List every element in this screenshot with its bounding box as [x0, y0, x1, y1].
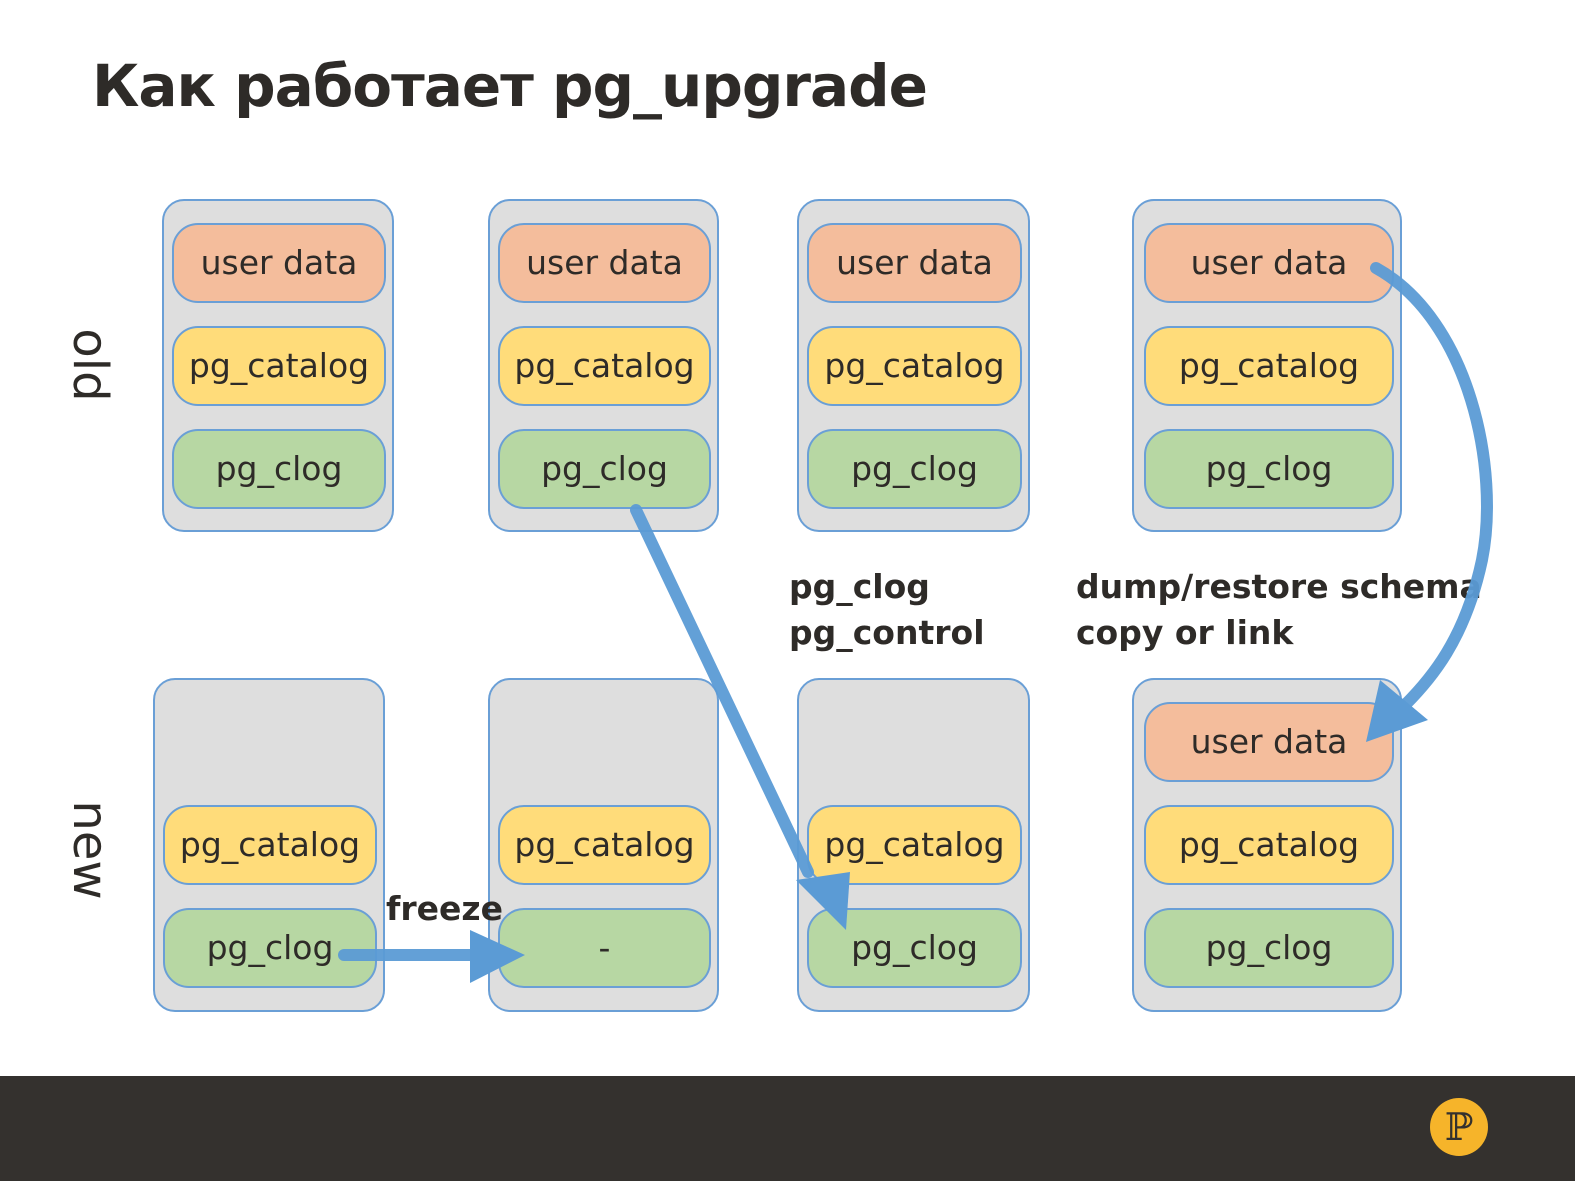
pg-catalog-block: pg_catalog — [1144, 326, 1394, 406]
user-data-block: user data — [172, 223, 386, 303]
pg-clog-block: pg_clog — [1144, 429, 1394, 509]
user-data-block: user data — [1144, 702, 1394, 782]
row-label-new: new — [62, 800, 118, 900]
new-cluster-1: pg_catalog pg_clog — [153, 678, 385, 1012]
clog-control-label: pg_clog pg_control — [789, 567, 985, 652]
pg-clog-block: pg_clog — [163, 908, 377, 988]
pg-clog-block: pg_clog — [807, 908, 1022, 988]
empty-clog-block: - — [498, 908, 711, 988]
old-cluster-1: user data pg_catalog pg_clog — [162, 199, 394, 532]
pg-catalog-block: pg_catalog — [163, 805, 377, 885]
new-cluster-3: pg_catalog pg_clog — [797, 678, 1030, 1012]
pg-catalog-block: pg_catalog — [1144, 805, 1394, 885]
old-cluster-4: user data pg_catalog pg_clog — [1132, 199, 1402, 532]
pg-clog-block: pg_clog — [1144, 908, 1394, 988]
new-cluster-2: pg_catalog - — [488, 678, 719, 1012]
pg-catalog-block: pg_catalog — [807, 326, 1022, 406]
pg-catalog-block: pg_catalog — [172, 326, 386, 406]
footer-bar — [0, 1076, 1575, 1181]
user-data-block: user data — [807, 223, 1022, 303]
freeze-label: freeze — [386, 889, 503, 928]
new-cluster-4: user data pg_catalog pg_clog — [1132, 678, 1402, 1012]
old-cluster-3: user data pg_catalog pg_clog — [797, 199, 1030, 532]
pg-clog-block: pg_clog — [807, 429, 1022, 509]
row-label-old: old — [62, 328, 118, 402]
user-data-block: user data — [498, 223, 711, 303]
old-cluster-2: user data pg_catalog pg_clog — [488, 199, 719, 532]
user-data-block: user data — [1144, 223, 1394, 303]
postgres-pro-logo-icon: ℙ — [1430, 1098, 1488, 1156]
dump-restore-label: dump/restore schema copy or link — [1076, 567, 1482, 652]
pg-clog-block: pg_clog — [498, 429, 711, 509]
page-title: Как работает pg_upgrade — [92, 52, 928, 120]
pg-catalog-block: pg_catalog — [807, 805, 1022, 885]
pg-clog-block: pg_clog — [172, 429, 386, 509]
pg-catalog-block: pg_catalog — [498, 326, 711, 406]
pg-catalog-block: pg_catalog — [498, 805, 711, 885]
